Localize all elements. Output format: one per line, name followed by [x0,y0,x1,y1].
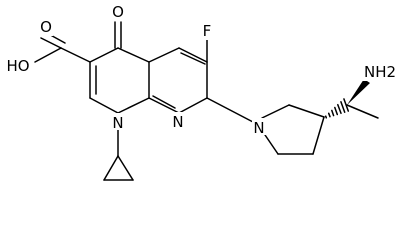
hydroxyl-label: HO [6,57,29,75]
pyrrolidine-link-bond [206,97,254,123]
ketone-oxygen-label: O [112,3,124,21]
wedge-stereo-bond [347,79,370,105]
aminoethyl-chain [346,104,379,119]
fluorine-label: F [203,22,212,40]
amine-label: NH2 [364,63,396,81]
pyrrolidine-nitrogen-label: N [253,119,264,137]
cyclopropyl-group [103,125,134,181]
ring-nitrogen-8-label: N [172,113,183,131]
ring-nitrogen-1-label: N [112,114,123,132]
pyridone-ring [60,47,150,114]
carboxylic-acid-group [34,31,66,63]
pyrrolidine-ring [261,104,325,155]
molecule-diagram: O HO O F N N N NH2 [6,3,397,181]
hashed-stereo-bond [324,98,350,119]
pyridine-ring [148,47,208,114]
structure-drawing: O HO O F N N N NH2 [6,3,397,181]
ketone-group [114,21,122,49]
carboxyl-oxygen-label: O [40,18,52,36]
